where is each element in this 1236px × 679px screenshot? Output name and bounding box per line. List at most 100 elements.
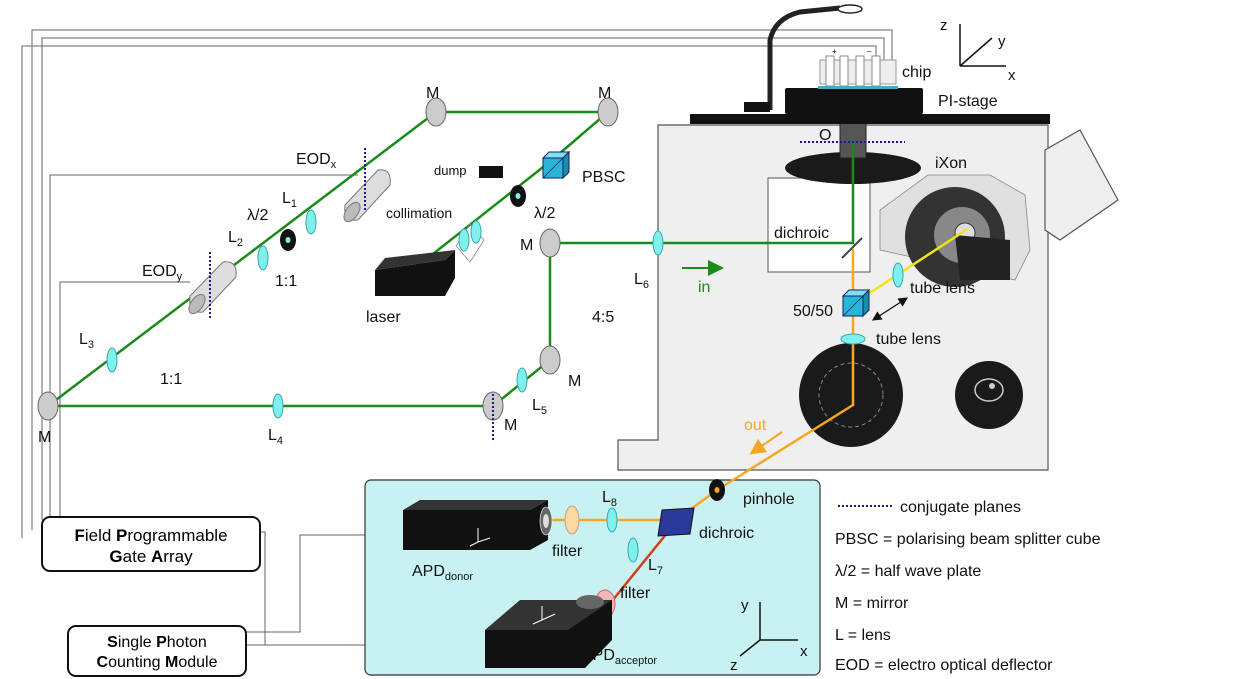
dichroic-mirror-main xyxy=(841,237,863,259)
chip-plus-label: + xyxy=(832,47,837,56)
mirror-label: M xyxy=(38,429,51,446)
legend-conjugate: conjugate planes xyxy=(900,499,1021,516)
legend-lens: L = lens xyxy=(835,627,891,644)
pinhole-label: pinhole xyxy=(743,491,795,508)
l2-label: L2 xyxy=(228,229,243,249)
collimation-label: collimation xyxy=(386,205,452,221)
stage-block xyxy=(785,88,923,114)
beams xyxy=(46,110,968,608)
chip-icon: + – xyxy=(818,47,898,89)
collimation-lenses xyxy=(455,220,485,263)
l1-label: L1 xyxy=(282,190,297,210)
axis-y-label: y xyxy=(998,33,1006,50)
mirror-label: M xyxy=(426,85,439,102)
electrode-arm xyxy=(767,5,841,110)
fpga-label-line1: Field Programmable xyxy=(74,526,227,545)
apd-donor-label: APDdonor xyxy=(412,563,473,583)
l8-label: L8 xyxy=(602,489,617,509)
ratio-label-2: 1:1 xyxy=(160,371,182,388)
beamsplitter-cube-icon xyxy=(841,288,871,318)
legend-half-wave: λ/2 = half wave plate xyxy=(835,563,981,580)
pinhole-icon xyxy=(709,479,725,501)
lens-icon xyxy=(305,209,317,235)
emission-beam-yellow xyxy=(860,228,968,300)
out-arrow xyxy=(749,431,783,455)
l7-label: L7 xyxy=(648,557,663,577)
lens-icon xyxy=(627,537,639,563)
half-wave-plate-icon xyxy=(510,185,526,207)
half-wave-plate-icon xyxy=(280,229,296,251)
axis-mini-icon xyxy=(532,606,556,625)
axis-z-label: z xyxy=(940,17,948,34)
axis2-y-label: y xyxy=(741,597,749,614)
chip-minus-label: – xyxy=(867,47,872,56)
lens-icon xyxy=(272,393,284,419)
axis-x-label: x xyxy=(1008,67,1016,84)
mirror-label: M xyxy=(504,417,517,434)
in-label: in xyxy=(698,279,710,296)
lenses xyxy=(106,209,904,563)
mirror-label: M xyxy=(568,373,581,390)
ratio-label-3: 4:5 xyxy=(592,309,614,326)
apd-acceptor-icon xyxy=(485,595,612,668)
tube-lens-label-1: tube lens xyxy=(910,280,975,297)
mirror-icon xyxy=(539,345,561,375)
mirror-label: M xyxy=(598,85,611,102)
spcm-box xyxy=(67,625,247,677)
lens-icon xyxy=(106,347,118,373)
dump-label: dump xyxy=(434,163,467,178)
half-wave-label-1: λ/2 xyxy=(247,207,268,224)
mirror-icon xyxy=(425,97,447,127)
chip-label: chip xyxy=(902,64,931,81)
eody-label: EODy xyxy=(142,263,183,283)
out-label: out xyxy=(744,417,767,434)
dichroic-detection-icon xyxy=(657,507,695,537)
mirror-icon xyxy=(37,391,59,421)
tube-lens-label-2: tube lens xyxy=(876,331,941,348)
legend: conjugate planes PBSC = polarising beam … xyxy=(835,499,1101,674)
stage-assembly: + – xyxy=(690,4,1050,124)
half-wave-label-2: λ/2 xyxy=(534,205,555,222)
focus-knob xyxy=(799,343,903,447)
laser-label: laser xyxy=(366,309,401,326)
side-knob xyxy=(955,361,1023,429)
lens-icon xyxy=(516,367,528,393)
microscope-body xyxy=(617,117,1119,471)
l3-label: L3 xyxy=(79,331,94,351)
filter-label-2: filter xyxy=(620,585,651,602)
lens-icon xyxy=(606,507,618,533)
mirror-icon xyxy=(539,228,561,258)
eyepiece-arm xyxy=(1044,129,1119,241)
mirror-icon xyxy=(597,97,619,127)
fifty-fifty-label: 50/50 xyxy=(793,303,833,320)
axis2-z-label: z xyxy=(730,657,738,674)
lens-icon xyxy=(652,230,664,256)
filter-label-1: filter xyxy=(552,543,583,560)
legend-eod: EOD = electro optical deflector xyxy=(835,657,1053,674)
lens-icon xyxy=(840,333,866,345)
pbsc-cube-icon xyxy=(541,150,571,180)
dichroic-main-label: dichroic xyxy=(774,225,829,242)
l4-label: L4 xyxy=(268,427,283,447)
pi-stage-label: PI-stage xyxy=(938,93,998,110)
mirrors xyxy=(37,97,619,421)
l6-label: L6 xyxy=(634,271,649,291)
laser-icon xyxy=(375,250,455,296)
ratio-label-1: 1:1 xyxy=(275,273,297,290)
pbsc-label: PBSC xyxy=(582,169,626,186)
coordinate-axes-top xyxy=(959,24,1006,67)
dichroic-det-label: dichroic xyxy=(699,525,754,542)
mirror-label: M xyxy=(520,237,533,254)
axis-mini-icon xyxy=(469,528,491,547)
axis2-x-label: x xyxy=(800,643,808,660)
apd-donor-icon xyxy=(403,500,553,550)
eod-x-icon xyxy=(343,169,391,223)
beam-dump-icon xyxy=(479,166,503,178)
fpga-label-line2: Gate Array xyxy=(109,547,193,566)
filter-donor-icon xyxy=(564,505,580,535)
eodx-label: EODx xyxy=(296,151,337,171)
ixon-label: iXon xyxy=(935,155,967,172)
objective-label: O xyxy=(819,127,831,144)
legend-pbsc: PBSC = polarising beam splitter cube xyxy=(835,531,1101,548)
